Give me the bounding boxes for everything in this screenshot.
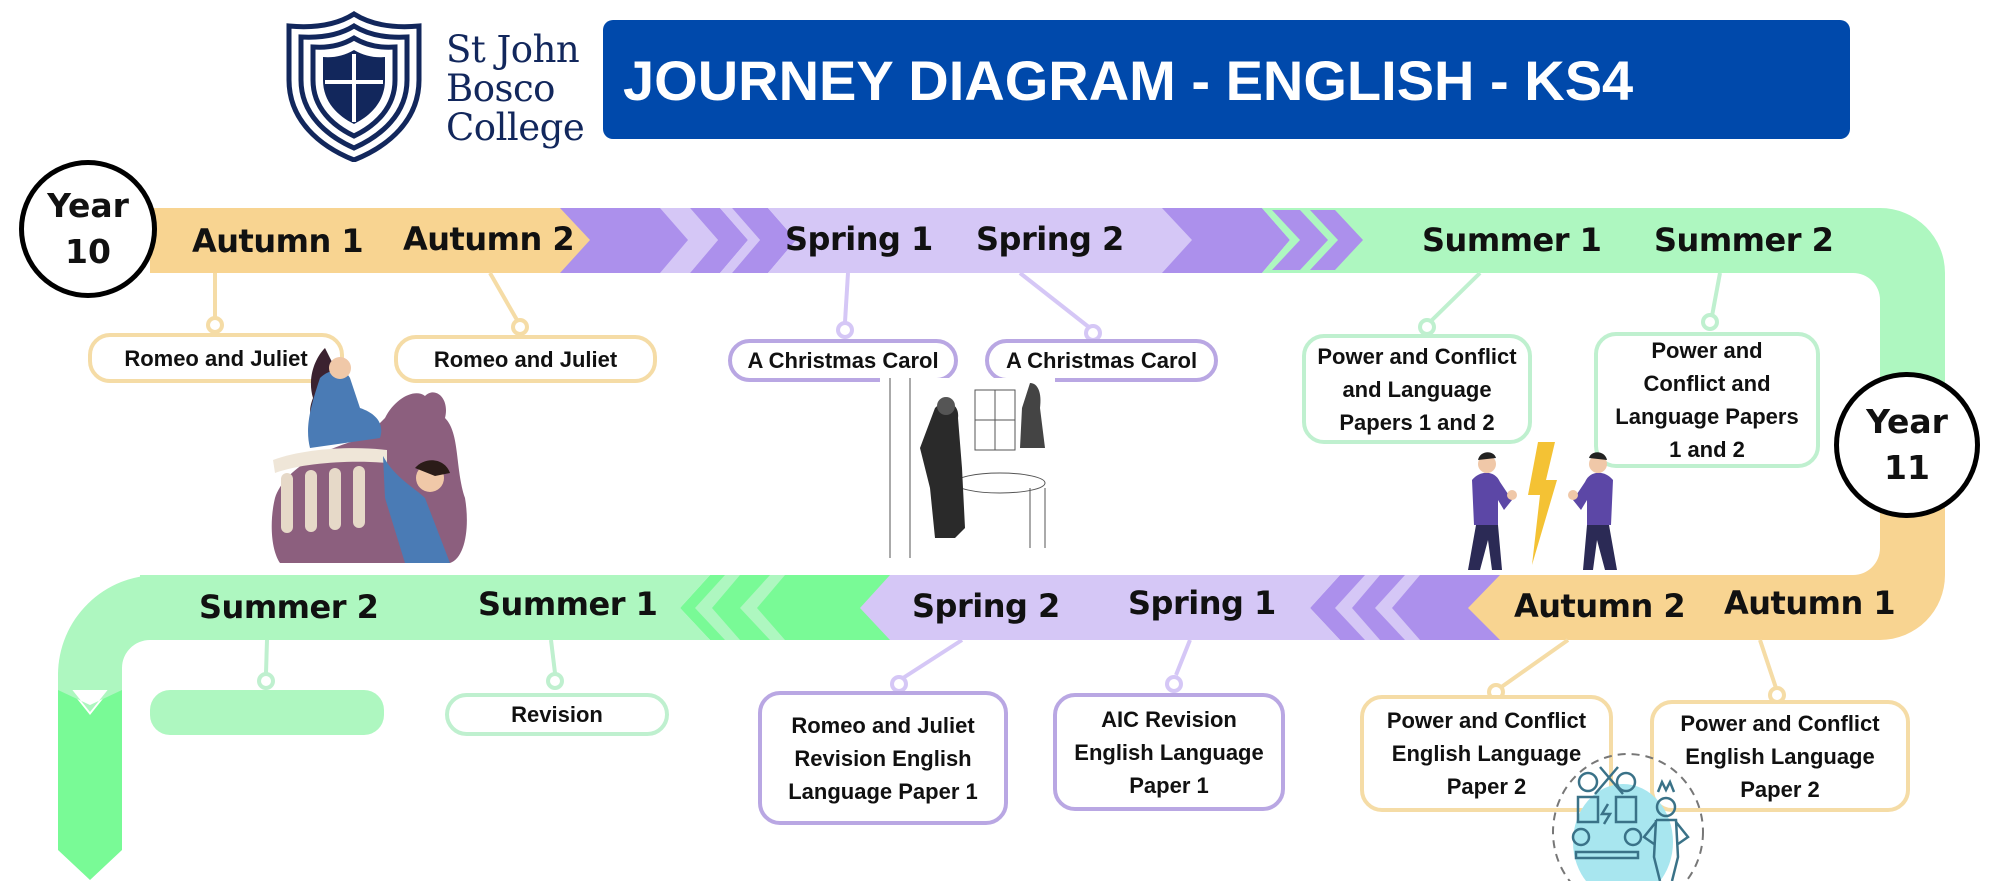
term-label-y10-spring-2: Spring 2 [976, 220, 1124, 258]
term-label-y11-summer-2: Summer 2 [199, 588, 379, 626]
connector [488, 272, 519, 321]
chevron [732, 208, 796, 273]
topic-box-y10-spring-1: A Christmas Carol [728, 339, 958, 382]
connector-dot [836, 321, 854, 339]
down-arrow-notch [58, 672, 122, 712]
term-label-y10-autumn-1: Autumn 1 [192, 222, 364, 260]
shield-cross-icon [286, 11, 422, 162]
year-number: 11 [1884, 448, 1930, 487]
band-summer-y10 [1262, 208, 1820, 273]
term-label-y11-autumn-1: Autumn 1 [1724, 584, 1896, 622]
term-label-y11-autumn-2: Autumn 2 [1514, 587, 1686, 625]
topic-box-y11-spring-1: AIC Revision English Language Paper 1 [1053, 693, 1285, 811]
team-conflict-icon-illustration [1552, 753, 1704, 881]
connector [1018, 271, 1092, 330]
connector-dot [206, 316, 224, 334]
topic-box-y11-summer-2 [150, 690, 384, 735]
romeo-juliet-balcony-illustration [271, 348, 467, 563]
connector [1710, 272, 1722, 317]
connector-dot [1084, 324, 1102, 342]
band-curve-green [1810, 208, 1945, 395]
christmas-carol-scrooge-illustration [880, 378, 1055, 558]
connector [1174, 639, 1192, 676]
band-spring-dark2-y10 [1162, 208, 1290, 273]
title-banner: JOURNEY DIAGRAM - ENGLISH - KS4 [603, 20, 1850, 139]
connector-dot [890, 675, 908, 693]
band-spring-light-y10 [768, 208, 1195, 273]
chevron [695, 575, 740, 640]
down-arrow [58, 675, 122, 880]
connector [1758, 639, 1778, 689]
year-label: Year [1866, 402, 1948, 441]
band-spring-light-y11 [855, 575, 1340, 640]
connector-dot [546, 672, 564, 690]
year-11-badge: Year 11 [1834, 372, 1980, 518]
businessmen-conflict-illustration [1468, 442, 1617, 570]
connector [901, 638, 964, 680]
chevron [720, 208, 760, 273]
term-label-y10-summer-2: Summer 2 [1654, 221, 1834, 259]
school-name-line: St John [446, 28, 580, 71]
chevron [1375, 575, 1420, 640]
page-title: JOURNEY DIAGRAM - ENGLISH - KS4 [623, 49, 1634, 112]
term-label-y11-spring-1: Spring 1 [1128, 584, 1276, 622]
school-name-line: Bosco [446, 67, 555, 110]
topic-box-y11-spring-2: Romeo and Juliet Revision English Langua… [758, 691, 1008, 825]
chevron [1310, 210, 1363, 270]
term-label-y11-spring-2: Spring 2 [912, 587, 1060, 625]
connector [843, 272, 850, 323]
chevron [740, 575, 785, 640]
connector [549, 639, 557, 674]
topic-box-y11-summer-1: Revision [445, 693, 669, 736]
connector [1428, 271, 1482, 324]
band-summer-dark-y11 [680, 575, 890, 640]
chevron [1335, 575, 1380, 640]
connector-dot [1701, 313, 1719, 331]
chevron [690, 208, 748, 273]
connector-dot [257, 672, 275, 690]
topic-box-y10-autumn-1: Romeo and Juliet [88, 333, 344, 383]
topic-box-y10-autumn-2: Romeo and Juliet [394, 335, 657, 383]
topic-box-y10-spring-2: A Christmas Carol [985, 339, 1218, 382]
connector-dot [1418, 318, 1436, 336]
connector [1498, 638, 1570, 690]
connector-dot [1165, 675, 1183, 693]
chevron [1272, 210, 1328, 270]
band-autumn-y10 [150, 208, 590, 273]
school-name-line: College [446, 106, 585, 149]
chevron [660, 208, 718, 273]
band-curve-left [57, 574, 160, 690]
year-number: 10 [65, 232, 111, 271]
band-spring-dark-y10 [560, 208, 708, 273]
topic-box-y11-autumn-2: Power and Conflict English Language Pape… [1360, 695, 1613, 812]
band-curve-orange [1460, 480, 1945, 640]
term-label-y11-summer-1: Summer 1 [478, 585, 658, 623]
term-label-y10-autumn-2: Autumn 2 [403, 220, 575, 258]
topic-box-y10-summer-2: Power and Conflict and Language Papers 1… [1594, 332, 1820, 468]
topic-box-y10-summer-1: Power and Conflict and Language Papers 1… [1302, 334, 1532, 444]
band-summer-light-y11 [140, 575, 710, 640]
school-name: St John Bosco College [446, 28, 585, 149]
year-10-badge: Year 10 [19, 160, 157, 298]
connector-dot [511, 318, 529, 336]
term-label-y10-spring-1: Spring 1 [785, 220, 933, 258]
year-label: Year [47, 186, 129, 225]
connector [264, 639, 269, 674]
term-label-y10-summer-1: Summer 1 [1422, 221, 1602, 259]
